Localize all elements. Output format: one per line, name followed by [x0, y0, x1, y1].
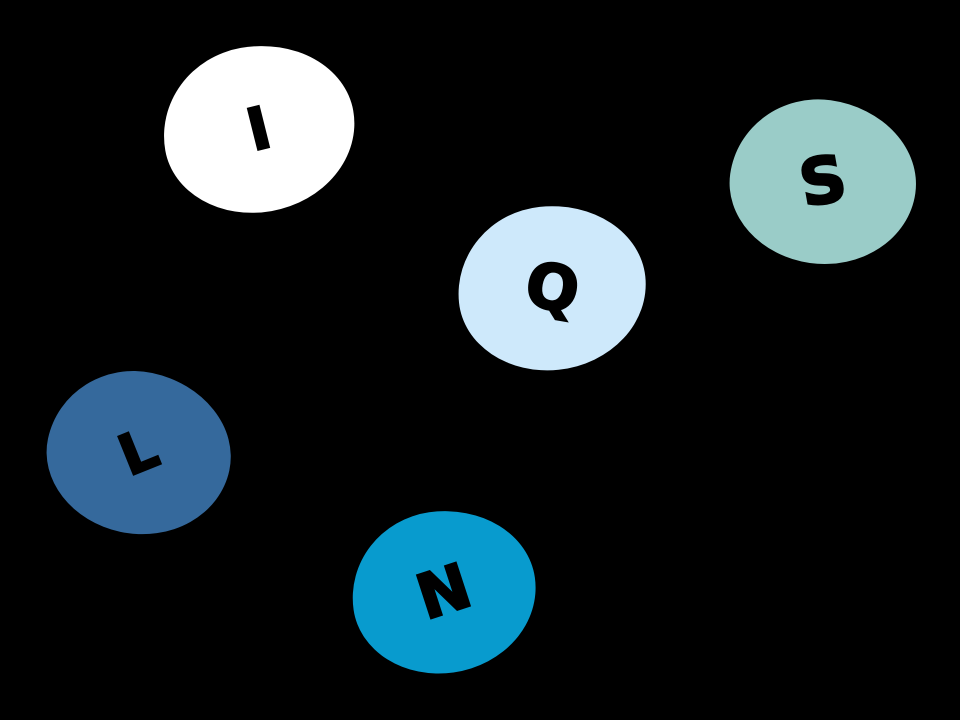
bubble-l[interactable]: L — [32, 354, 246, 552]
bubble-q[interactable]: Q — [449, 196, 655, 380]
bubble-n-label: N — [407, 548, 481, 636]
bubble-i-label: I — [239, 92, 279, 165]
bubble-i[interactable]: I — [150, 30, 368, 228]
bubble-q-label: Q — [519, 246, 586, 329]
bubble-s[interactable]: S — [719, 87, 927, 277]
bubble-n[interactable]: N — [341, 498, 547, 686]
bubble-l-label: L — [109, 415, 169, 491]
bubble-s-label: S — [793, 140, 853, 223]
